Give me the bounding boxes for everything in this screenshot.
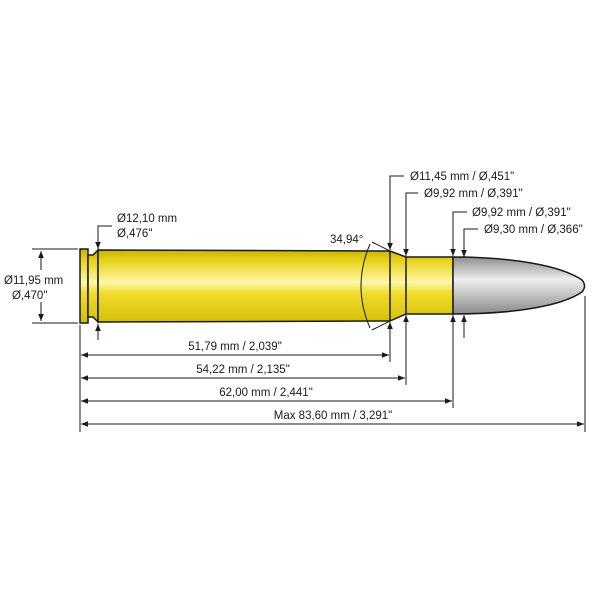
- cartridge: [79, 248, 586, 324]
- base-diameter-in: Ø,470": [12, 290, 47, 302]
- rim-diameter-in: Ø,476": [117, 228, 152, 240]
- case-length-label: 62,00 mm / 2,441": [219, 387, 313, 399]
- overall-length-label: Max 83,60 mm / 3,291": [274, 410, 393, 422]
- diameter-callouts: [387, 175, 478, 340]
- length-dimensions: [79, 296, 586, 432]
- neck-diameter-rear-label: Ø9,92 mm / Ø,391": [424, 188, 523, 200]
- shoulder-diameter-label: Ø11,45 mm / Ø,451": [410, 171, 514, 183]
- bullet-diameter-label: Ø9,30 mm / Ø,366": [484, 224, 583, 236]
- length-to-neck-label: 54,22 mm / 2,135": [196, 364, 290, 376]
- base-diameter-mm: Ø11,95 mm: [4, 275, 63, 287]
- bullet: [452, 256, 586, 315]
- shoulder-angle-label: 34,94°: [330, 234, 363, 246]
- case-body: [97, 249, 454, 323]
- rim-diameter-mm: Ø12,10 mm: [117, 213, 177, 225]
- extractor-groove: [87, 248, 99, 324]
- rim-diameter-dimension: [95, 225, 112, 340]
- case-rim: [79, 248, 89, 324]
- neck-diameter-front-label: Ø9,92 mm / Ø,391": [472, 207, 571, 219]
- shoulder-angle-marker: [360, 241, 391, 331]
- length-to-shoulder-label: 51,79 mm / 2,039": [188, 341, 282, 353]
